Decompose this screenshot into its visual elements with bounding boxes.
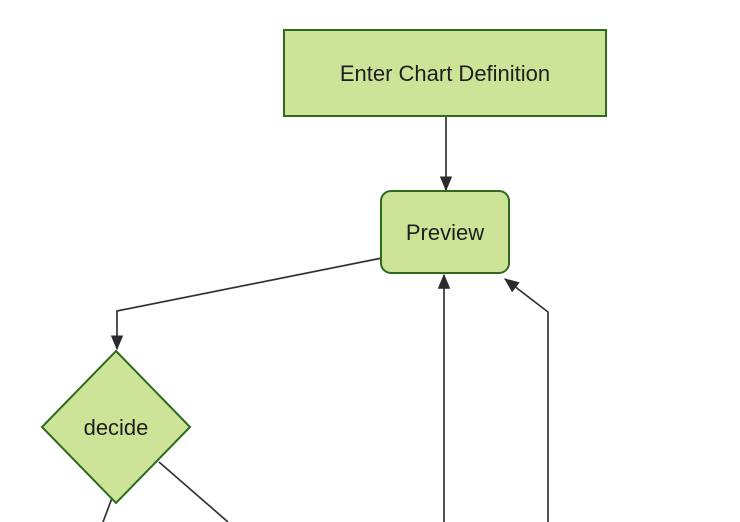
node-preview-label: Preview [406,220,484,245]
edge-decide-to-offscreen-bottom-right [158,461,229,522]
edge-preview-to-decide [110,257,383,351]
edge-decide-to-offscreen-bottom-left [102,497,113,522]
edges-group [102,116,549,522]
node-preview [380,190,510,274]
nodes-group: Enter Chart Definition Preview decide [40,29,607,505]
node-decide [40,349,192,505]
edge-offscreen-bottom-right-to-preview [504,278,549,522]
node-enter-chart-definition [283,29,607,117]
node-enter-chart-definition-label: Enter Chart Definition [340,61,550,86]
node-decide-label: decide [84,415,149,440]
